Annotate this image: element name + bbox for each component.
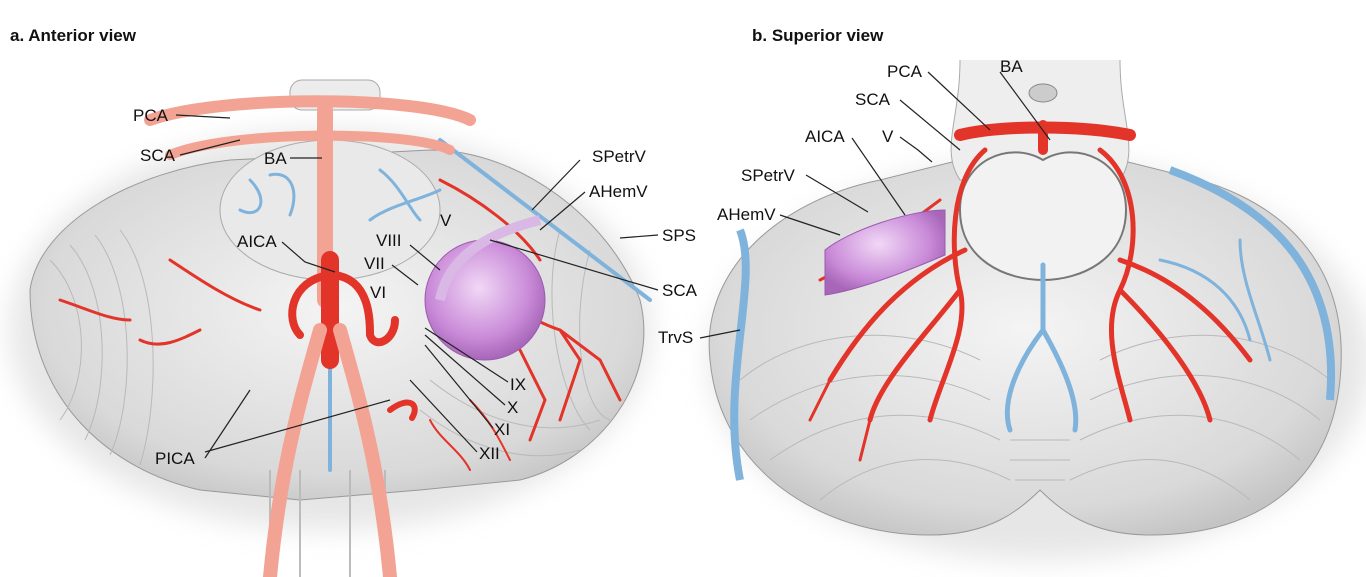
label-cn-vi: VI [370, 283, 386, 302]
cerebellar-folia-left [49, 229, 611, 466]
label-b-sca: SCA [855, 90, 891, 109]
label-b-ahemv: AHemV [717, 205, 776, 224]
label-trvs: TrvS [658, 328, 693, 347]
panel-a-title: a. Anterior view [10, 26, 137, 45]
transverse-sinus-right [1168, 166, 1336, 401]
tumor-right [824, 209, 946, 296]
label-cn-xi: XI [494, 420, 510, 439]
label-b-v: V [882, 127, 894, 146]
label-cn-xii: XII [479, 444, 500, 463]
label-cn-v: V [440, 211, 452, 230]
label-ba: BA [264, 149, 287, 168]
leader-lines [175, 71, 1051, 459]
label-cn-vii: VII [364, 254, 385, 273]
label-aica: AICA [237, 232, 277, 251]
superior-view-drawing [708, 59, 1366, 560]
cerebellar-folia-right [739, 334, 1331, 501]
label-spetrv: SPetrV [592, 147, 647, 166]
petrosal-vein-left [435, 215, 542, 302]
label-b-spetrv: SPetrV [741, 166, 796, 185]
label-pca: PCA [133, 106, 169, 125]
brainstem [958, 151, 1128, 282]
label-cn-ix: IX [510, 375, 526, 394]
label-cn-viii: VIII [376, 231, 402, 250]
label-sps: SPS [662, 226, 696, 245]
anterior-view-drawing [10, 79, 652, 577]
label-b-pca: PCA [887, 62, 923, 81]
label-b-aica: AICA [805, 127, 845, 146]
label-cn-x: X [507, 398, 518, 417]
vermian-vein [1004, 262, 1079, 433]
label-ahemv: AHemV [589, 182, 648, 201]
panel-b-title: b. Superior view [752, 26, 884, 45]
label-pica: PICA [155, 449, 195, 468]
label-sca: SCA [140, 146, 176, 165]
label-sca-tumor: SCA [662, 281, 698, 300]
label-b-ba: BA [1000, 57, 1023, 76]
transverse-sinus-left [730, 228, 750, 481]
